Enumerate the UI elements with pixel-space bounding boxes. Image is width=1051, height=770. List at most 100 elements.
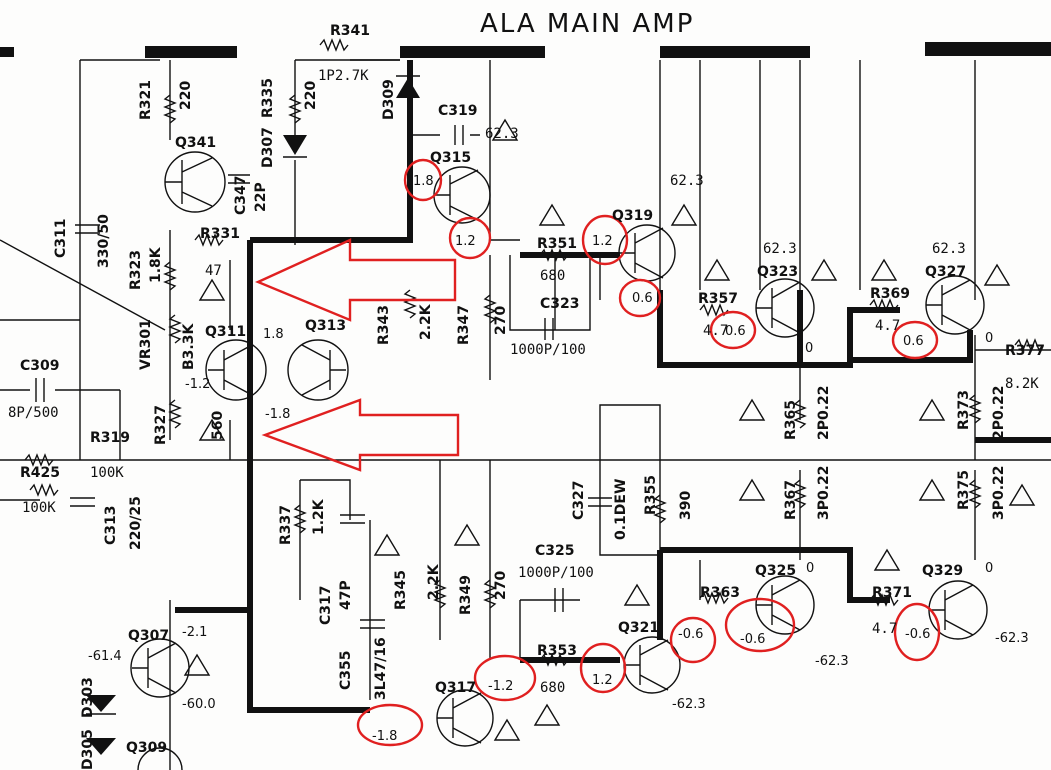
label-r319-value: 100K	[90, 465, 124, 481]
diode-d307	[283, 135, 307, 158]
label-c347-value: 22P	[253, 182, 269, 212]
label-c317-value: 47P	[338, 580, 354, 610]
voltage-q323-emitter: 0.6	[725, 324, 746, 339]
transistor-q325	[755, 575, 815, 635]
label-c309: C309	[20, 358, 60, 374]
label-r347-value: 270	[493, 306, 509, 335]
label-c309-value: 8P/500	[8, 405, 59, 421]
transistor-q311	[205, 339, 267, 401]
label-r357: R357	[698, 291, 738, 307]
label-r363: R363	[700, 585, 740, 601]
label-r343-value: 2.2K	[418, 303, 434, 340]
label-c355-value: 3L47/16	[373, 637, 389, 700]
label-c311-value: 330/50	[96, 214, 112, 268]
label-r351-value: 680	[540, 268, 565, 284]
voltage-q321-base: 1.2	[592, 673, 613, 688]
label-r373-value: 2P0.22	[991, 385, 1007, 440]
label-r331-value: 47	[205, 263, 222, 279]
voltage-q307-emitter: -60.0	[182, 697, 216, 712]
label-c313-value: 220/25	[128, 496, 144, 550]
label-r321: R321	[138, 80, 154, 120]
label-c327: C327	[571, 481, 587, 521]
voltage-q325-base: -0.6	[740, 632, 765, 647]
label-q313: Q313	[305, 318, 346, 334]
label-r377: R377	[1005, 343, 1045, 359]
label-r337: R337	[278, 505, 294, 545]
label-q325: Q325	[755, 563, 796, 579]
voltage-q325-output: 0	[806, 561, 814, 576]
voltage-q315-emitter: 1.2	[455, 234, 476, 249]
label-c317: C317	[318, 586, 334, 626]
transistor-q309	[137, 747, 183, 770]
label-r377-value: 8.2K	[1005, 376, 1039, 392]
label-r337-value: 1.2K	[311, 498, 327, 535]
annotation-arrow-lower	[261, 398, 460, 472]
label-q327: Q327	[925, 264, 966, 280]
label-q341: Q341	[175, 135, 216, 151]
voltage-q319-base: 1.2	[592, 234, 613, 249]
label-r335-value: 220	[303, 81, 319, 110]
label-r353-value: 680	[540, 680, 565, 696]
warning-triangles	[183, 118, 1036, 741]
label-q327-voltage: 62.3	[932, 241, 966, 257]
label-q309: Q309	[126, 740, 167, 756]
label-c313: C313	[103, 506, 119, 546]
transistor-q329	[928, 580, 988, 640]
voltage-q311-collector: 1.8	[263, 327, 284, 342]
voltage-q329-base: -0.6	[905, 627, 930, 642]
label-r341: R341	[330, 23, 370, 39]
label-r367-value: 3P0.22	[816, 465, 832, 520]
voltage-q311-emitter: -1.2	[185, 377, 210, 392]
label-r365: R365	[783, 400, 799, 440]
label-r355-value: 390	[678, 491, 694, 520]
label-r425: R425	[20, 465, 60, 481]
label-r369-value: 4.7	[875, 318, 900, 334]
label-r319: R319	[90, 430, 130, 446]
voltage-q327-emitter: 0.6	[903, 334, 924, 349]
transistor-q323	[755, 278, 815, 338]
label-r375: R375	[956, 470, 972, 510]
label-q319-voltage: 62.3	[670, 173, 704, 189]
label-q315: Q315	[430, 150, 471, 166]
annotation-arrow-upper	[254, 238, 457, 322]
label-q317: Q317	[435, 680, 476, 696]
voltage-q321-emitter: -62.3	[672, 697, 706, 712]
label-r327-value: 560	[210, 411, 226, 440]
label-c319-voltage: 62.3	[485, 126, 519, 142]
diode-d303	[86, 695, 116, 715]
voltage-q311-node: -1.8	[265, 407, 290, 422]
voltage-q329-output: 0	[985, 561, 993, 576]
label-vr301-value: B3.3K	[181, 323, 197, 370]
label-r425-value: 100K	[22, 500, 56, 516]
voltage-q319-emitter: 0.6	[632, 291, 653, 306]
label-r343: R343	[376, 305, 392, 345]
label-d305: D305	[80, 729, 96, 770]
transistor-q341	[164, 151, 226, 213]
label-r371: R371	[872, 585, 912, 601]
diode-d309	[396, 75, 420, 98]
label-r375-value: 3P0.22	[991, 465, 1007, 520]
label-r373: R373	[956, 390, 972, 430]
annotation-circles	[356, 158, 941, 747]
label-r371-value: 4.7	[872, 621, 897, 637]
label-c311: C311	[53, 219, 69, 259]
label-vr301: VR301	[138, 319, 154, 370]
voltage-q317-node: -1.2	[488, 679, 513, 694]
label-r323-value: 1.8K	[148, 246, 164, 283]
label-r331: R331	[200, 226, 240, 242]
voltage-q315-base: 1.8	[413, 174, 434, 189]
label-q329: Q329	[922, 563, 963, 579]
label-r345-value: 2.2K	[426, 563, 442, 600]
voltage-q325-emitter: -62.3	[815, 654, 849, 669]
voltage-q329-emitter: -62.3	[995, 631, 1029, 646]
voltage-q317-base: -1.8	[372, 729, 397, 744]
label-c323: C323	[540, 296, 580, 312]
voltage-q307-base: -61.4	[88, 649, 122, 664]
transistor-q315	[433, 166, 491, 224]
label-q321: Q321	[618, 620, 659, 636]
diode-d305	[86, 738, 116, 755]
label-r369: R369	[870, 286, 910, 302]
label-r351: R351	[537, 236, 577, 252]
